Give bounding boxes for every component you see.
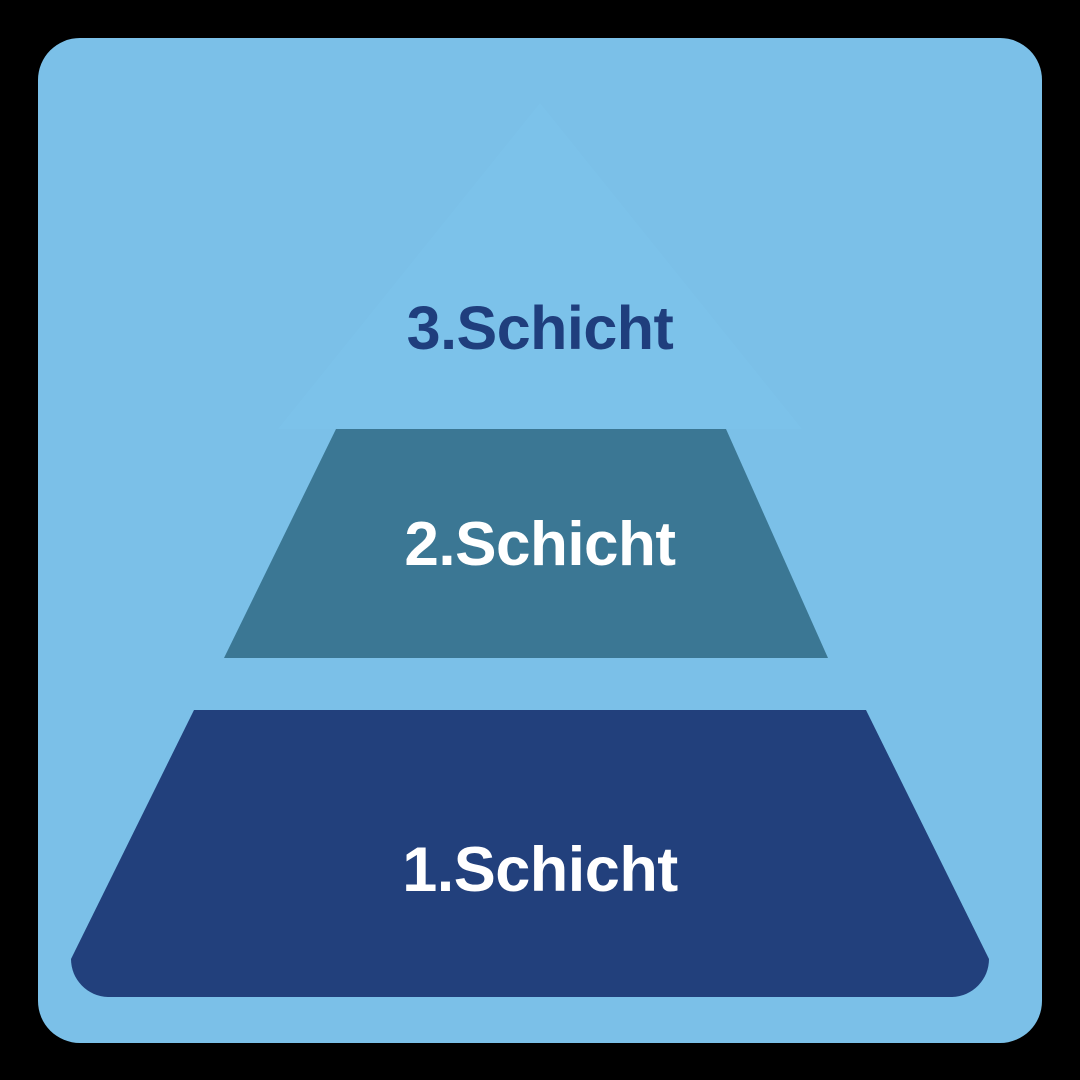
pyramid-layer-1-shape[interactable] xyxy=(71,710,989,997)
pyramid-layer-3-shape[interactable] xyxy=(278,103,802,429)
diagram-card: 3.Schicht 2.Schicht 1.Schicht xyxy=(38,38,1042,1043)
pyramid-shapes xyxy=(71,103,989,997)
pyramid-layer-2-shape[interactable] xyxy=(224,429,828,658)
